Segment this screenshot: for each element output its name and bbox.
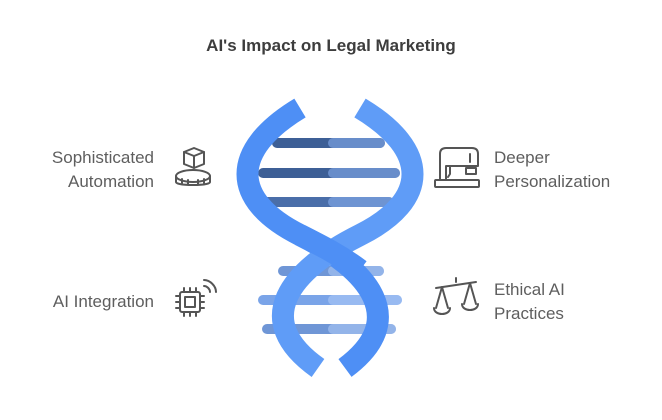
label-line: Automation xyxy=(68,172,154,191)
sewing-machine-icon xyxy=(432,144,482,192)
diagram-title: AI's Impact on Legal Marketing xyxy=(206,36,456,55)
label-line: Practices xyxy=(494,304,564,323)
label-line: Ethical AI xyxy=(494,280,565,299)
label-sophisticated-automation: Sophisticated Automation xyxy=(52,146,154,194)
robot-arm-box-icon xyxy=(168,144,216,192)
chip-signal-icon xyxy=(170,276,218,324)
label-line: Deeper xyxy=(494,148,550,167)
label-ethical-ai-practices: Ethical AI Practices xyxy=(494,278,565,326)
label-deeper-personalization: Deeper Personalization xyxy=(494,146,610,194)
label-line: Personalization xyxy=(494,172,611,191)
label-line: Sophisticated xyxy=(51,148,154,167)
label-ai-integration: AI Integration xyxy=(53,290,154,314)
helix-strand-b xyxy=(271,98,424,377)
scales-icon xyxy=(430,274,482,326)
label-line: AI Integration xyxy=(52,292,154,311)
